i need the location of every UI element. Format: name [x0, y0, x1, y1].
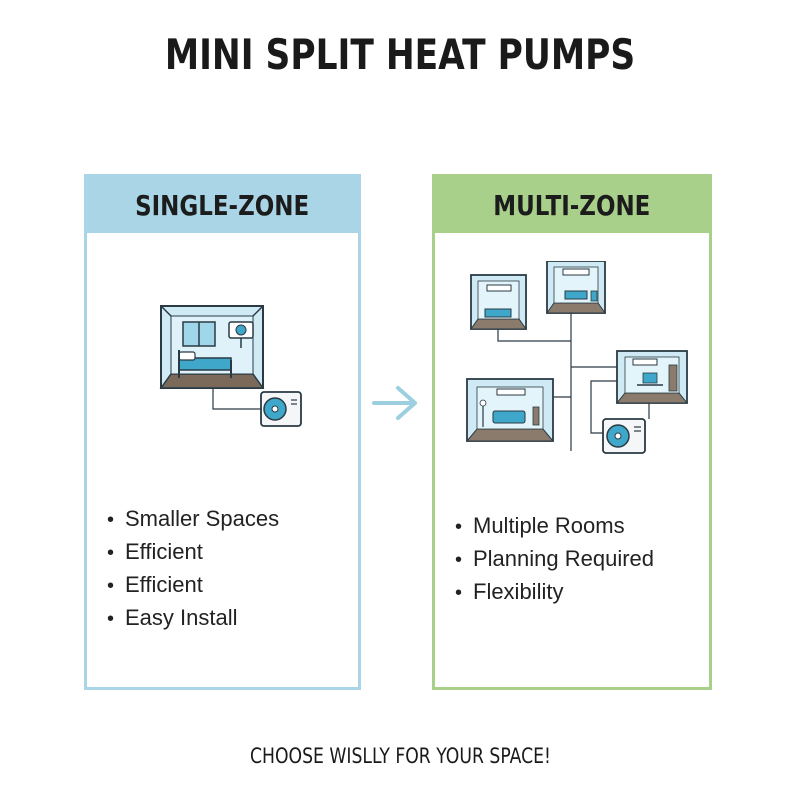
list-item: Flexibility: [455, 575, 654, 608]
outdoor-unit-icon: [260, 391, 302, 427]
room-icon: [546, 261, 606, 314]
multi-zone-header: MULTI-ZONE: [435, 177, 709, 233]
bedroom-icon: [159, 305, 265, 389]
outdoor-unit-icon: [602, 418, 646, 454]
living-room-icon: [465, 378, 555, 442]
single-zone-illustration: [159, 305, 302, 427]
multi-zone-header-label: MULTI-ZONE: [493, 188, 651, 222]
single-zone-bullets: Smaller Spaces Efficient Efficient Easy …: [107, 502, 279, 634]
footer-text: CHOOSE WISLLY FOR YOUR SPACE!: [249, 744, 551, 768]
page-title: MINI SPLIT HEAT PUMPS: [164, 30, 636, 79]
single-zone-header-label: SINGLE-ZONE: [135, 188, 310, 222]
list-item: Efficient: [107, 535, 279, 568]
multi-zone-illustration: [465, 261, 689, 454]
list-item: Easy Install: [107, 601, 279, 634]
arrow-right-icon: [372, 386, 417, 420]
multi-zone-panel: MULTI-ZONE: [432, 174, 712, 690]
single-zone-header: SINGLE-ZONE: [87, 177, 358, 233]
office-room-icon: [615, 350, 689, 404]
list-item: Planning Required: [455, 542, 654, 575]
footer-tagline: CHOOSE WISLLY FOR YOUR SPACE!: [0, 744, 800, 768]
multi-zone-bullets: Multiple Rooms Planning Required Flexibi…: [455, 509, 654, 608]
list-item: Efficient: [107, 568, 279, 601]
room-icon: [470, 274, 527, 330]
list-item: Multiple Rooms: [455, 509, 654, 542]
single-zone-panel: SINGLE-ZONE Smaller: [84, 174, 361, 690]
list-item: Smaller Spaces: [107, 502, 279, 535]
